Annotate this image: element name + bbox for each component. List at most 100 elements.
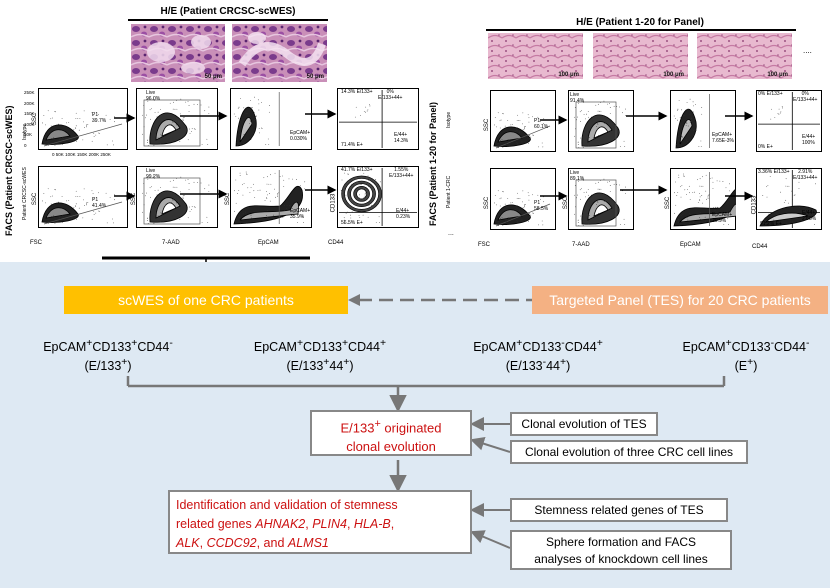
quad-value: 1.55% [394,167,409,173]
quad-value: 91.2% [760,221,775,227]
quad-label: 71.4% E+ [341,142,363,148]
quad-label: 56.5% E+ [341,220,363,226]
quad-label: 3.36% E/133+ [758,169,790,175]
quad-value: 0.23% [396,214,411,220]
tes-stemness-box: Stemness related genes of TES [510,498,728,522]
p1-label: P1 [92,112,99,118]
live-value: 91.4% [570,98,585,104]
axis-label-7aad: 7-AAD [572,242,590,248]
quad-label: 2.91%E/133+44+ [793,169,817,181]
stemness-genes-box: Identification and validation of stemnes… [168,490,472,554]
facs-plot-right-r1-epcam [670,90,736,152]
epcam-pos-label: EpCAM+ [290,208,311,214]
p1-value: 39.7% [92,118,107,124]
quad-value: 0% [386,89,394,95]
quad-value: 0% [758,144,766,150]
dashed-arrow [348,294,532,306]
facs-plot-right-r2-fsc [490,168,556,230]
gate-label: EpCAM+20.9% [712,212,732,224]
quad-label: 1.55%E/133+44+ [389,167,413,179]
facs-plot-left-r2-fsc [38,166,128,228]
live-value: 96.0% [146,96,161,102]
quad-name: E/133+44+ [793,175,818,181]
he-image-left-2: 50 μm [232,24,327,82]
he-image-right-2: 100 μm [593,33,688,79]
quad-value: 2.91% [798,169,813,175]
facs-right-ellipsis: ... [448,230,454,237]
axis-label-fsc: FSC [478,242,490,248]
quad-name: E+ [356,142,363,148]
facs-plot-right-r1-cd44 [756,90,822,152]
facs-plot-left-r1-7aad [136,88,218,150]
epcam-pos-label: EpCAM+ [712,132,733,138]
he-left-underline [128,19,328,21]
live-label: Live [570,92,580,98]
epcam-pos-label: EpCAM+ [290,130,311,136]
quad-name: E/44+ [396,208,410,214]
epcam-value: 35.9% [290,214,305,220]
facs-plot-left-r2-cd44 [337,166,419,228]
quad-label: 0%E/133+44+ [793,91,817,103]
p1-label: P1 [534,200,541,206]
facs-plot-left-r2-epcam [230,166,312,228]
scale-label: 100 μm [558,72,579,78]
facs-plot-left-r1-epcam [230,88,312,150]
quad-label: 14.3% E/133+ [341,89,373,95]
p1-value: 41.4% [92,203,107,209]
quad-name: E+ [775,221,782,227]
quad-name: E/133+44+ [793,97,818,103]
he-right-ellipsis: .... [803,46,812,55]
quad-name: E/133+44+ [389,173,414,179]
quad-label: E/44+2.68% [802,210,816,222]
quad-value: 71.4% [341,142,356,148]
population-1: EpCAM+CD133+CD44- (E/133+) [43,338,173,374]
quad-label: E/44+14.3% [394,132,408,144]
cell-lines-clonal-box: Clonal evolution of three CRC cell lines [510,440,748,464]
quad-name: E/133+ [773,169,790,175]
quad-name: E/133+ [766,91,783,97]
facs-plot-right-r1-fsc [490,90,556,152]
banner-targeted-panel: Targeted Panel (TES) for 20 CRC patients [532,286,828,314]
facs-plot-left-r1-fsc [38,88,128,150]
gate-label: EpCAM+0.030% [290,130,310,142]
quad-value: 0% [758,91,766,97]
quad-name: E/133+ [356,167,373,173]
live-label: Live [146,168,156,174]
p1-label: P1 [534,118,541,124]
he-left-title: H/E (Patient CRCSC-scWES) [160,6,296,17]
quad-value: 0% [801,91,809,97]
facs-plot-right-r2-cd44 [756,168,822,230]
quad-name: E+ [766,144,773,150]
facs-left-arrows [102,109,337,262]
epcam-pos-label: EpCAM+ [712,212,733,218]
quad-value: 56.5% [341,220,356,226]
p1-value: 60.1% [534,124,549,130]
quad-value: 41.7% [341,167,356,173]
axis-label-cd44: CD44 [752,244,768,250]
facs-plot-right-r2-epcam [670,168,736,230]
he-image-left-1: 50 μm [131,24,225,82]
gate-label: EpCAM+35.9% [290,208,310,220]
quad-label: 0% E/133+ [758,91,783,97]
quad-name: E/133+44+ [378,95,403,101]
axis-label-fsc: FSC [30,240,42,246]
banner-scwes: scWES of one CRC patients [64,286,348,314]
population-3: EpCAM+CD133-CD44+ (E/133-44+) [473,338,603,374]
quad-label: 41.7% E/133+ [341,167,373,173]
axis-label-epcam: EpCAM [258,240,279,246]
quad-name: E+ [356,220,363,226]
live-label: Live [146,90,156,96]
tes-clonal-box: Clonal evolution of TES [510,412,658,436]
quad-value: 14.3% [394,138,409,144]
quad-label: 0% E+ [758,144,773,150]
quad-label: 91.2% E+ [760,221,782,227]
quad-name: E/133+ [356,89,373,95]
